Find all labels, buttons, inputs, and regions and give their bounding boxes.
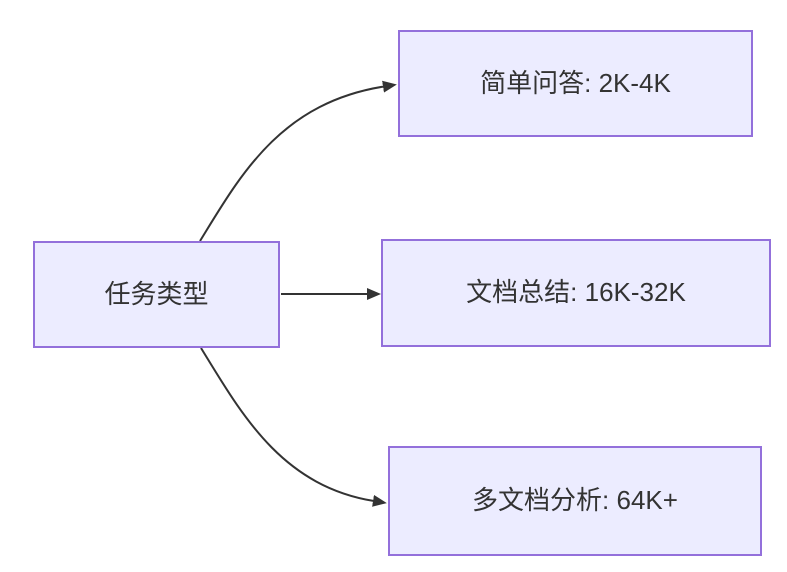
node-simple-qa: 简单问答: 2K-4K <box>398 30 753 137</box>
node-task-type-label: 任务类型 <box>104 278 209 309</box>
node-task-type: 任务类型 <box>33 241 280 348</box>
node-doc-summary: 文档总结: 16K-32K <box>381 239 771 347</box>
node-multi-doc-analysis-label: 多文档分析: 64K+ <box>472 485 678 516</box>
node-doc-summary-label: 文档总结: 16K-32K <box>466 277 686 308</box>
edge-task-type-to-multi-doc-analysis <box>200 347 387 507</box>
node-multi-doc-analysis: 多文档分析: 64K+ <box>388 446 762 556</box>
edge-task-type-to-simple-qa <box>199 80 397 242</box>
node-simple-qa-label: 简单问答: 2K-4K <box>480 67 671 98</box>
